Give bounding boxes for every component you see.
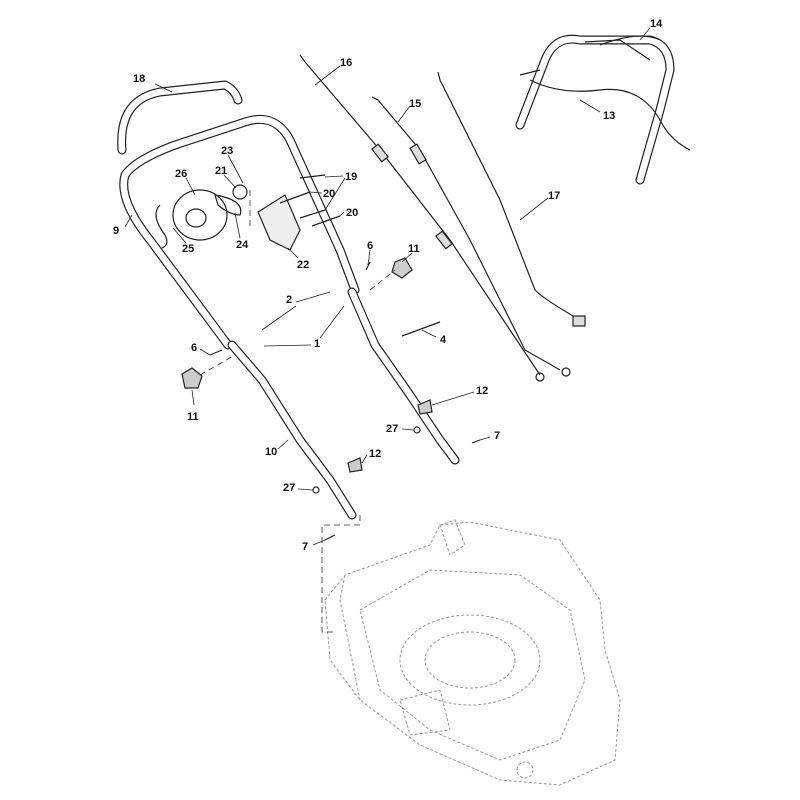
knob-12: [417, 399, 433, 415]
assembly-dashline: [321, 515, 361, 633]
part-26: [172, 189, 228, 241]
callout-27b: 27: [283, 482, 295, 494]
callout-2: 2: [286, 294, 292, 306]
callout-6a: 6: [367, 240, 373, 252]
callout-10: 10: [265, 446, 277, 458]
callout-21: 21: [215, 165, 227, 177]
callout-22: 22: [297, 259, 309, 271]
part-21: [232, 184, 248, 200]
callout-11a: 11: [408, 243, 420, 255]
callout-11b: 11: [187, 411, 199, 423]
part-22: [257, 194, 301, 251]
part-24: [214, 194, 242, 216]
callout-13: 13: [603, 110, 615, 122]
knob-11: [391, 257, 413, 279]
callout-14: 14: [650, 18, 663, 30]
callout-1: 1: [314, 338, 320, 350]
part-25: [155, 204, 168, 249]
callout-23: 23: [221, 145, 233, 157]
callout-20b: 20: [346, 207, 358, 219]
callout-20a: 20: [323, 188, 335, 200]
callout-12a: 12: [476, 385, 488, 397]
callout-7a: 7: [494, 430, 500, 442]
screws-19-20: [279, 174, 341, 227]
callout-17: 17: [548, 190, 560, 202]
callout-27a: 27: [386, 423, 398, 435]
leader-lines: [124, 27, 651, 546]
callout-24: 24: [236, 239, 249, 251]
knob-11b: [181, 367, 203, 389]
upper-handle: [119, 114, 360, 350]
cables: [299, 54, 586, 382]
mower-deck: [324, 519, 621, 786]
lower-handle: [227, 287, 460, 520]
control-parts: [155, 174, 481, 541]
callout-26: 26: [175, 168, 187, 180]
callout-19: 19: [345, 171, 357, 183]
callout-15: 15: [409, 98, 421, 110]
callout-18: 18: [133, 73, 145, 85]
callout-7b: 7: [302, 541, 308, 553]
pin-4: [401, 321, 441, 337]
callout-4: 4: [440, 334, 447, 346]
callout-25: 25: [182, 243, 194, 255]
cable-15: [371, 96, 561, 371]
handle-inset: [515, 34, 691, 185]
callout-16: 16: [340, 57, 352, 69]
callout-6b: 6: [191, 342, 197, 354]
rod-17: [437, 71, 581, 321]
callouts: 18 16 15 14 13 17 9 26 23 21 19 20 20 25…: [113, 18, 663, 553]
knob-12b: [347, 457, 363, 473]
callout-9: 9: [113, 225, 119, 237]
callout-12b: 12: [369, 448, 381, 460]
